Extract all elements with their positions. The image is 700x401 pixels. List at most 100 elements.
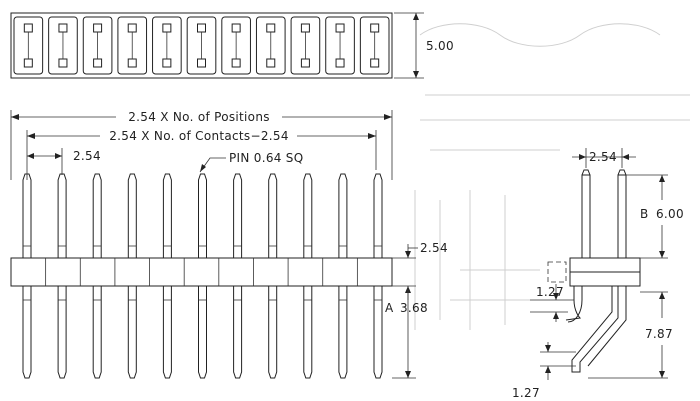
front-pin	[303, 173, 313, 379]
top-pin-square	[266, 58, 276, 68]
background-ghost-lines	[414, 23, 690, 330]
top-cell	[82, 16, 113, 75]
top-cell	[255, 16, 286, 75]
front-pin	[338, 173, 348, 379]
top-pin-square	[93, 23, 103, 33]
front-pitch-dimension: 2.54	[27, 148, 101, 175]
top-position	[221, 16, 251, 75]
top-cell	[152, 16, 182, 75]
top-cell	[117, 16, 148, 75]
front-pin	[22, 173, 32, 379]
top-pin-square	[162, 23, 172, 33]
top-pin-square	[300, 58, 310, 68]
pin-lower	[127, 286, 137, 379]
front-pin	[233, 173, 243, 379]
pin-upper	[303, 173, 313, 258]
side-pin-2	[617, 174, 627, 259]
housing-label: 2.54	[420, 241, 448, 255]
top-pin-square	[127, 23, 137, 33]
positions-label: 2.54 X No. of Positions	[128, 110, 270, 124]
front-pin	[92, 173, 102, 379]
top-pin-square	[23, 23, 33, 33]
top-cell	[13, 16, 44, 75]
lead-offset-upper-label: 1.27	[536, 285, 564, 299]
top-view	[10, 12, 393, 79]
b-value: 6.00	[656, 207, 684, 221]
top-pin-square	[370, 58, 380, 68]
front-view	[10, 173, 393, 379]
top-position	[359, 16, 390, 75]
top-pin-square	[335, 58, 345, 68]
top-position	[48, 16, 78, 75]
pin-lower	[57, 286, 67, 379]
top-pin-square	[335, 23, 345, 33]
pin-upper	[198, 173, 207, 258]
pin-lower	[198, 286, 207, 379]
pin-upper	[22, 173, 32, 258]
top-cell	[359, 16, 390, 75]
top-pin-square	[93, 58, 103, 68]
a-letter: A	[385, 301, 394, 315]
pin-label: PIN 0.64 SQ	[229, 151, 303, 165]
pin-upper	[268, 173, 278, 258]
top-pin-square	[197, 23, 206, 33]
top-position	[117, 16, 148, 75]
pin-lower	[373, 286, 383, 379]
top-position	[186, 16, 217, 75]
top-pin-square	[197, 58, 206, 68]
top-view-height-dimension: 5.00	[394, 12, 454, 79]
top-cell	[290, 16, 321, 75]
top-pin-square	[300, 23, 310, 33]
top-cell	[48, 16, 78, 75]
pin-upper	[92, 173, 102, 258]
top-height-label: 5.00	[426, 39, 454, 53]
pin-lower	[268, 286, 278, 379]
front-pin	[198, 173, 207, 379]
side-view: 2.54 B 6.00 1.27 7.87 1.27	[512, 148, 684, 400]
contacts-dimension: 2.54 X No. of Contacts−2.54	[26, 129, 377, 180]
top-cell	[186, 16, 217, 75]
top-pin-square	[231, 23, 241, 33]
contacts-label: 2.54 X No. of Contacts−2.54	[109, 129, 289, 143]
top-pin-square	[266, 23, 276, 33]
pin-lower	[22, 286, 32, 379]
lead-offset-lower-label: 1.27	[512, 386, 540, 400]
side-lead-long	[571, 286, 619, 373]
pin-callout: PIN 0.64 SQ	[199, 151, 303, 173]
pin-lower	[303, 286, 313, 379]
pin-upper	[373, 173, 383, 258]
b-letter: B	[640, 207, 649, 221]
top-pin-square	[58, 58, 68, 68]
top-position	[255, 16, 286, 75]
pin-lower	[338, 286, 348, 379]
top-pin-square	[231, 58, 241, 68]
pin-lower	[233, 286, 243, 379]
pin-upper	[338, 173, 348, 258]
top-position	[290, 16, 321, 75]
side-pin-1	[581, 174, 591, 259]
pin-upper	[57, 173, 67, 258]
top-pin-square	[162, 58, 172, 68]
top-pin-square	[370, 23, 380, 33]
front-pitch-label: 2.54	[73, 149, 101, 163]
front-pin	[373, 173, 383, 379]
top-position	[325, 16, 355, 75]
pin-lower	[162, 286, 172, 379]
front-housing	[10, 257, 393, 287]
front-pin	[268, 173, 278, 379]
a-value: 3.68	[400, 301, 428, 315]
pin-upper	[233, 173, 243, 258]
top-position	[13, 16, 44, 75]
top-view-outline	[10, 12, 393, 79]
side-pitch-label: 2.54	[589, 150, 617, 164]
top-pin-square	[127, 58, 137, 68]
pin-upper	[162, 173, 172, 258]
a-dimension: A 3.68	[385, 286, 428, 379]
lead-drop-label: 7.87	[645, 327, 673, 341]
top-pin-square	[23, 58, 33, 68]
top-cell	[221, 16, 251, 75]
top-pin-square	[58, 23, 68, 33]
pin-lower	[92, 286, 102, 379]
front-pin	[162, 173, 172, 379]
